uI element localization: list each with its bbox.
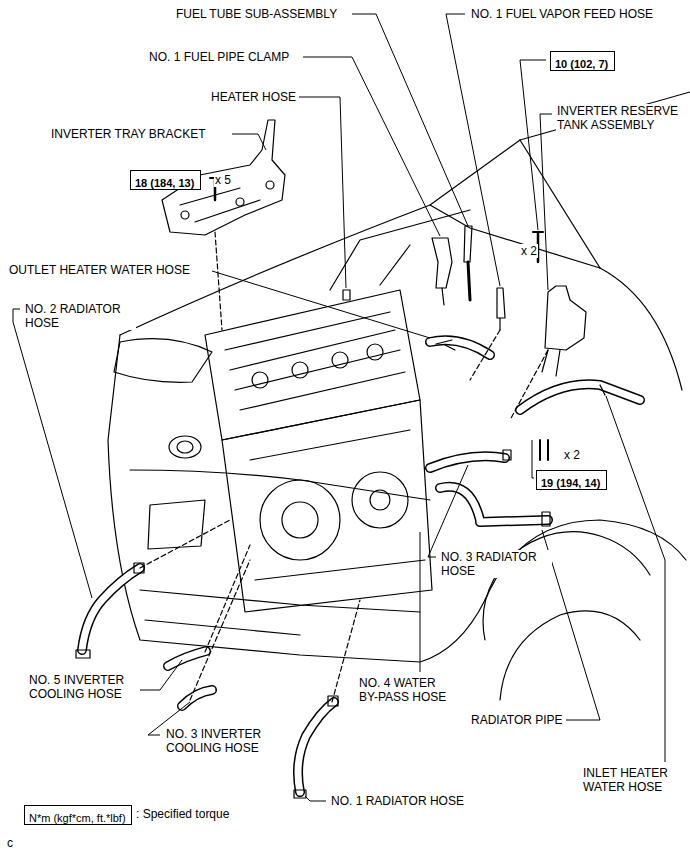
part-label: OUTLET HEATER WATER HOSE bbox=[8, 263, 191, 277]
part-label: NO. 1 FUEL PIPE CLAMP bbox=[148, 50, 290, 64]
legend-torque-box: N*m (kgf*cm, ft.*lbf) bbox=[24, 805, 132, 825]
leader-line bbox=[305, 796, 326, 801]
leader-line bbox=[540, 114, 552, 290]
part-label: NO. 3 RADIATOR HOSE bbox=[440, 550, 552, 578]
leader-line bbox=[352, 14, 468, 226]
quantity-mark: x 2 bbox=[563, 448, 581, 462]
leader-line bbox=[299, 97, 346, 288]
figure-code: c bbox=[6, 836, 14, 850]
part-label: NO. 3 INVERTER COOLING HOSE bbox=[165, 727, 275, 755]
leader-line bbox=[446, 14, 500, 286]
torque-text: 10 (102, 7) bbox=[555, 58, 608, 71]
leader-line bbox=[606, 396, 665, 762]
part-label: NO. 1 FUEL VAPOR FEED HOSE bbox=[470, 7, 654, 21]
part-label: NO. 2 RADIATOR HOSE bbox=[24, 302, 136, 330]
legend-text: : Specified torque bbox=[135, 807, 230, 821]
part-label: INVERTER TRAY BRACKET bbox=[50, 127, 206, 141]
torque-value-box: 10 (102, 7) bbox=[550, 51, 615, 71]
part-label: INLET HEATER WATER HOSE bbox=[582, 766, 676, 794]
leader-line bbox=[428, 465, 468, 557]
leader-line bbox=[212, 271, 430, 338]
torque-value-box: 19 (194, 14) bbox=[536, 470, 607, 490]
leader-line bbox=[140, 660, 182, 690]
part-label: FUEL TUBE SUB-ASSEMBLY bbox=[175, 7, 338, 21]
part-label: INVERTER RESERVE TANK ASSEMBLY bbox=[556, 104, 686, 132]
leader-line bbox=[13, 309, 92, 598]
leader-line bbox=[520, 60, 546, 230]
quantity-mark: x 5 bbox=[214, 173, 232, 187]
leader-line bbox=[232, 134, 266, 150]
part-label: NO. 5 INVERTER COOLING HOSE bbox=[28, 673, 138, 701]
part-label: RADIATOR PIPE bbox=[470, 713, 564, 727]
torque-value-box: 18 (184, 13) bbox=[130, 170, 201, 190]
part-label: NO. 1 RADIATOR HOSE bbox=[330, 794, 465, 808]
torque-text: 19 (194, 14) bbox=[541, 477, 600, 490]
leader-line bbox=[303, 57, 440, 236]
leader-line bbox=[420, 532, 421, 672]
quantity-mark: x 2 bbox=[520, 244, 538, 258]
torque-text: N*m (kgf*cm, ft.*lbf) bbox=[29, 812, 126, 825]
part-label: NO. 4 WATER BY-PASS HOSE bbox=[358, 676, 455, 704]
part-label: HEATER HOSE bbox=[210, 90, 297, 104]
torque-text: 18 (184, 13) bbox=[135, 177, 194, 190]
leader-line bbox=[532, 440, 534, 478]
